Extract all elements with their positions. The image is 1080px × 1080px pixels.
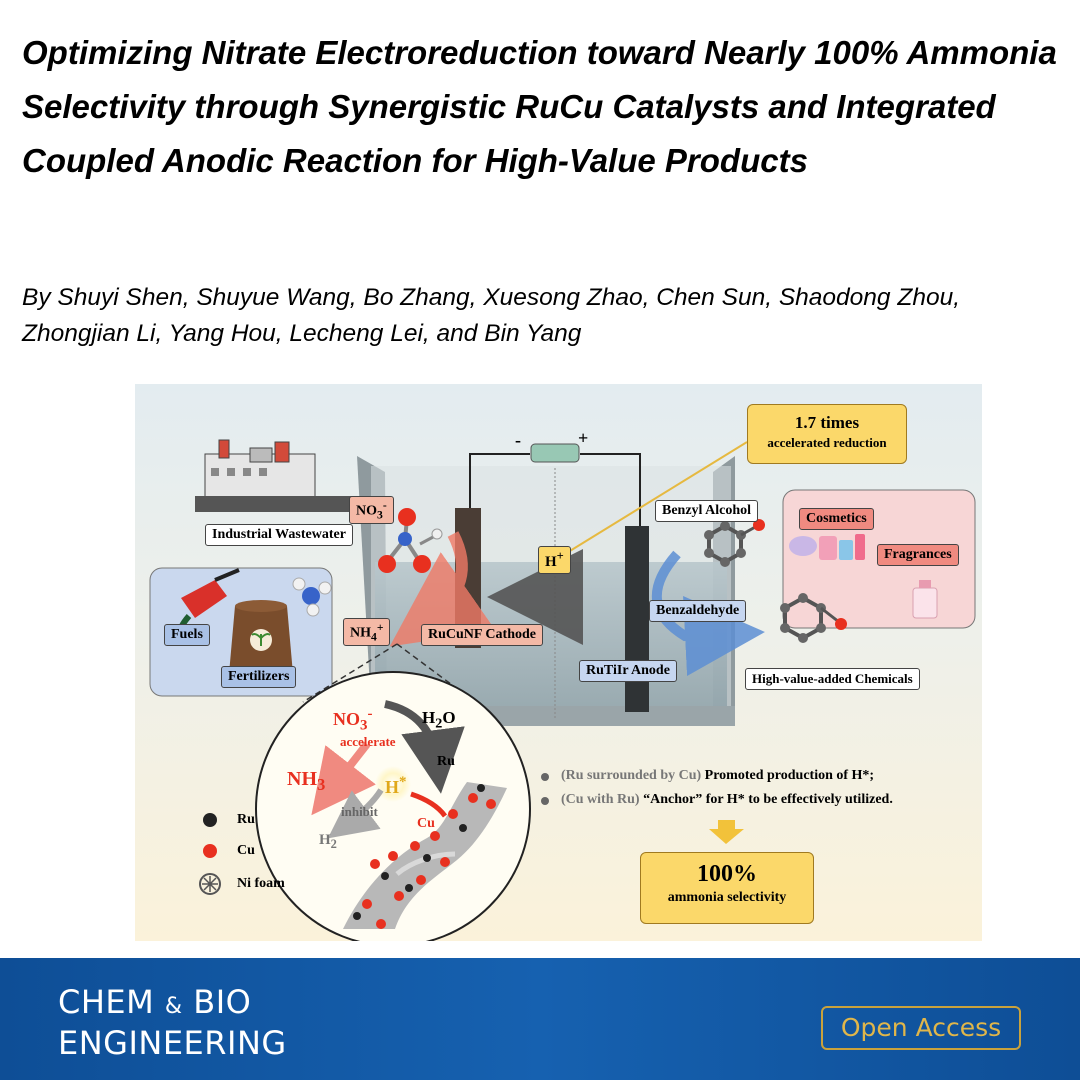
nitrate-reduction-arrow [389,531,496,647]
legend-cu-label: Cu [237,843,255,858]
bullet1-paren: (Ru surrounded by Cu) [561,768,702,783]
journal-word-bio: BIO [193,983,252,1021]
toc-illustration [149,439,976,941]
bullet2-paren: (Cu with Ru) [561,792,640,807]
fertilizer-bag-icon [229,600,293,674]
legend-ru-label: Ru [237,812,255,827]
external-circuit [469,443,641,532]
bullet1-text: Promoted production of H*; [701,768,875,783]
accelerate-label: accelerate [340,734,396,749]
selectivity-result-box: 100% ammonia selectivity [640,852,814,924]
paper-title: Optimizing Nitrate Electroreduction towa… [22,34,1057,179]
cu-site-label: Cu [417,816,435,831]
zoom-nitrate-sup: - [367,706,373,722]
proton-sup: + [556,549,564,563]
fuels-label: Fuels [164,624,210,646]
legend-ru-marker [203,813,217,827]
nitrate-label: NO3- [349,496,394,525]
ru-particles [353,784,485,920]
water-sub: 2 [435,715,443,732]
h-star-sup: * [399,774,407,790]
toc-graphic: - + 1.7 times accelerated reduction Indu… [135,384,982,941]
result-down-arrow [709,820,744,844]
benzaldehyde-molecule [780,593,847,643]
ru-site-label: Ru [437,754,455,769]
zoom-nitrate-label: NO3- [333,706,373,734]
benzyl-alcohol-label: Benzyl Alcohol [655,500,759,522]
ammonia-molecule [292,577,332,617]
proton-label: H+ [538,546,571,574]
inhibit-label: inhibit [341,804,378,819]
benzaldehyde-label: Benzaldehyde [649,600,747,622]
nitrate-sub: 3 [377,508,383,522]
legend-cu-marker [203,844,217,858]
nitrate-sup: - [382,499,387,512]
legend-ni-marker [199,873,221,895]
zoom-guide-left [302,643,398,703]
benzyl-alcohol-molecule [704,519,765,567]
bullet2-text: “Anchor” for H* to be effectively utiliz… [639,792,893,807]
journal-logo: CHEM & BIO ENGINEERING [58,984,287,1061]
journal-ampersand: & [164,994,183,1019]
acceleration-text: accelerated reduction [767,435,887,450]
zoom-nitrate-sub: 3 [360,717,368,734]
journal-line-2: ENGINEERING [58,1024,287,1062]
cosmetics-label: Cosmetics [799,508,874,530]
selectivity-text: ammonia selectivity [667,890,787,905]
high-value-chemicals-label: High-value-added Chemicals [745,668,920,690]
fertilizers-label: Fertilizers [221,666,297,688]
cell-minus-sign: - [515,430,521,450]
journal-word-chem: CHEM [58,983,155,1021]
perfume-bottle-icon [912,580,938,619]
anode-electrode [625,526,649,712]
anode-label: RuTiIr Anode [579,660,677,682]
ammonia-sub: 3 [317,775,326,794]
hydrogen-sub: 2 [330,837,337,851]
selectivity-value: 100% [697,861,757,887]
callout-pointer-line [564,441,748,555]
ammonium-sub: 4 [371,630,377,644]
open-access-badge: Open Access [821,1006,1021,1050]
factory-icon [195,439,367,512]
h-star-label: H* [385,774,407,797]
bullet-ru-promotes: (Ru surrounded by Cu) Promoted productio… [561,768,874,784]
journal-line-1: CHEM & BIO [58,984,287,1025]
cathode-label: RuCuNF Cathode [421,624,543,646]
bullet-cu-anchor: (Cu with Ru) “Anchor” for H* to be effec… [561,792,893,808]
ammonium-label: NH4+ [343,618,391,647]
author-list: By Shuyi Shen, Shuyue Wang, Bo Zhang, Xu… [22,284,960,347]
bullet-dot-2 [541,797,549,805]
legend-ni-foam-label: Ni foam [237,876,285,891]
cu-particles [362,793,496,929]
ammonium-sup: + [376,621,384,634]
ammonia-product-label: NH3 [287,768,326,794]
hydrogen-label: H2 [319,832,337,851]
industrial-wastewater-label: Industrial Wastewater [205,524,353,546]
acceleration-callout: 1.7 times accelerated reduction [747,404,907,464]
acceleration-value: 1.7 times [794,413,860,432]
fragrances-label: Fragrances [877,544,959,566]
cosmetics-icon [789,534,865,560]
cell-plus-sign: + [578,428,589,448]
journal-footer: CHEM & BIO ENGINEERING Open Access [0,958,1080,1080]
water-label: H2O [422,708,456,732]
bullet-dot-1 [541,773,549,781]
